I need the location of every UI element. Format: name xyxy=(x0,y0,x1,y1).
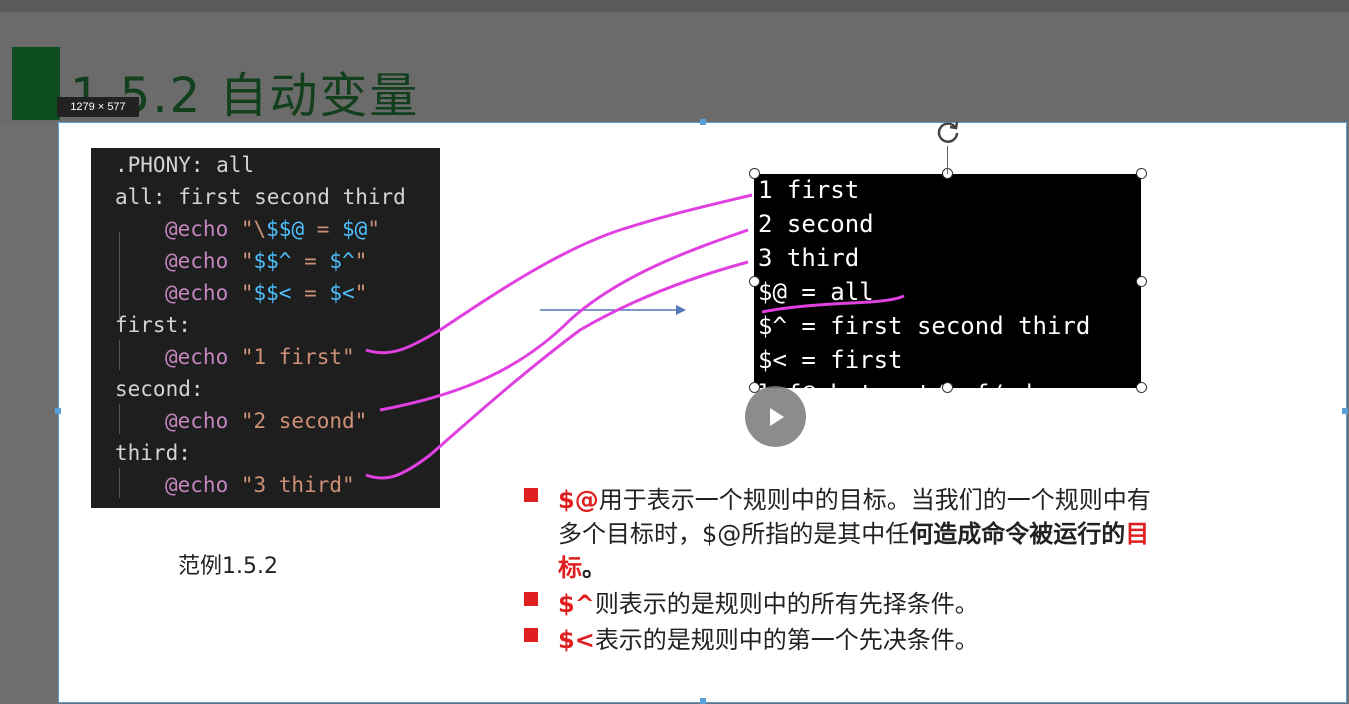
code-keyword: @echo xyxy=(165,409,229,433)
terminal-line: l f@ b t cut/b f/ d xyxy=(758,380,1033,388)
resize-handle[interactable] xyxy=(942,382,953,393)
selection-handle[interactable] xyxy=(55,408,61,414)
code-text: "3 third" xyxy=(228,473,355,497)
code-text: "\ xyxy=(228,217,267,241)
code-line-second-echo: @echo "2 second" xyxy=(165,409,367,433)
selection-handle[interactable] xyxy=(1342,408,1348,414)
bullet-text-part: 表示的是规则中的第一个先决条件。 xyxy=(594,626,979,654)
code-line-third-echo: @echo "3 third" xyxy=(165,473,355,497)
example-caption: 范例1.5.2 xyxy=(178,554,278,579)
code-keyword: @echo xyxy=(165,217,229,241)
terminal-line: $@ = all xyxy=(758,278,874,306)
resize-handle[interactable] xyxy=(1136,168,1147,179)
makefile-code-image[interactable]: .PHONY: all all: first second third @ech… xyxy=(91,148,440,508)
code-text: " xyxy=(228,249,254,273)
code-line-echo-caret: @echo "$$^ = $^" xyxy=(165,249,367,273)
code-keyword: @echo xyxy=(165,281,229,305)
code-line-third: third: xyxy=(115,441,191,465)
bullet-bold-text: 。 xyxy=(582,554,606,582)
code-line-first-echo: @echo "1 first" xyxy=(165,345,355,369)
selection-handle[interactable] xyxy=(700,698,706,704)
code-variable: $$@ xyxy=(266,217,305,241)
code-text: all: first second third xyxy=(115,185,406,209)
indent-guide xyxy=(119,340,120,370)
code-line-phony: .PHONY: all xyxy=(115,153,254,177)
bullet-text: $<表示的是规则中的第一个先决条件。 xyxy=(558,620,979,655)
bullet-bold-text: 何造成命令被运行的 xyxy=(909,520,1126,548)
terminal-line: 1 first xyxy=(758,176,860,204)
bullet-text: 标。 xyxy=(558,548,606,583)
rotate-icon[interactable] xyxy=(934,118,962,146)
code-text: = xyxy=(291,281,330,305)
code-line-echo-lt: @echo "$$< = $<" xyxy=(165,281,367,305)
bullet-text-part: 多个目标时，$@所指的是其中任 xyxy=(558,520,910,548)
bullet-symbol: $^ xyxy=(558,590,595,618)
code-text: = xyxy=(291,249,330,273)
code-line-second: second: xyxy=(115,377,204,401)
bullet-square-icon xyxy=(524,488,538,502)
code-text: third: xyxy=(115,441,191,465)
title-accent-block xyxy=(12,47,60,120)
bullet-text: $@用于表示一个规则中的目标。当我们的一个规则中有 xyxy=(558,480,1151,515)
terminal-line: $^ = first second third xyxy=(758,312,1091,340)
code-variable: $$< xyxy=(253,281,292,305)
code-text: = xyxy=(304,217,343,241)
terminal-output-image[interactable]: 1 first 2 second 3 third $@ = all $^ = f… xyxy=(754,174,1141,388)
bullet-symbol: $< xyxy=(558,626,595,654)
code-text: " xyxy=(354,249,368,273)
indent-guide xyxy=(119,468,120,498)
bullet-text: 多个目标时，$@所指的是其中任何造成命令被运行的目 xyxy=(558,514,1149,549)
code-keyword: @echo xyxy=(165,249,229,273)
bullet-red-text: 标 xyxy=(558,554,582,582)
indent-guide xyxy=(119,232,120,322)
code-variable: $@ xyxy=(342,217,368,241)
code-keyword: @echo xyxy=(165,473,229,497)
resize-handle[interactable] xyxy=(1136,276,1147,287)
play-icon xyxy=(770,408,784,426)
code-line-first: first: xyxy=(115,313,191,337)
bullet-square-icon xyxy=(524,592,538,606)
code-line-echo-at: @echo "\$$@ = $@" xyxy=(165,217,380,241)
resize-handle[interactable] xyxy=(1136,382,1147,393)
indent-guide xyxy=(119,404,120,434)
code-variable: $$^ xyxy=(253,249,292,273)
terminal-line: $< = first xyxy=(758,346,903,374)
bullet-red-text: 目 xyxy=(1125,520,1150,548)
bullet-text: $^则表示的是规则中的所有先择条件。 xyxy=(558,584,979,619)
bullet-text-part: 用于表示一个规则中的目标。当我们的一个规则中有 xyxy=(598,486,1151,514)
resize-handle[interactable] xyxy=(749,276,760,287)
terminal-line: 3 third xyxy=(758,244,860,272)
code-keyword: @echo xyxy=(165,345,229,369)
play-button[interactable] xyxy=(745,386,806,447)
code-line-all: all: first second third xyxy=(115,185,406,209)
image-size-tag: 1279 × 577 xyxy=(57,97,139,117)
bullet-square-icon xyxy=(524,628,538,642)
code-text: " xyxy=(228,281,254,305)
resize-handle[interactable] xyxy=(749,168,760,179)
terminal-line: 2 second xyxy=(758,210,874,238)
code-text: "2 second" xyxy=(228,409,368,433)
rotate-stem xyxy=(947,146,948,174)
selection-handle[interactable] xyxy=(700,119,706,125)
code-text: second: xyxy=(115,377,204,401)
slide-header-area xyxy=(0,12,1349,122)
code-variable: $< xyxy=(329,281,355,305)
code-text: first: xyxy=(115,313,191,337)
code-text: .PHONY: all xyxy=(115,153,255,177)
bullet-text-part: 则表示的是规则中的所有先择条件。 xyxy=(594,590,979,618)
code-variable: $^ xyxy=(329,249,355,273)
code-text: " xyxy=(354,281,368,305)
code-text: "1 first" xyxy=(228,345,355,369)
code-text: " xyxy=(367,217,380,241)
bullet-symbol: $@ xyxy=(558,486,599,514)
